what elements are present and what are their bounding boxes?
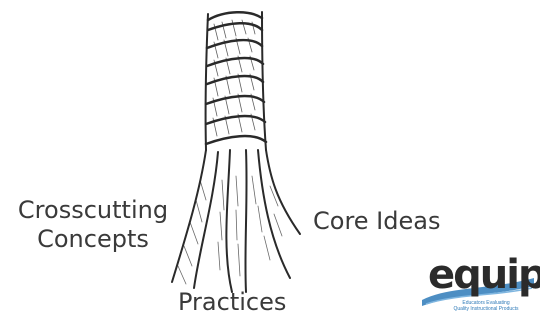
core-ideas-label: Core Ideas [313,207,440,236]
crosscutting-label-line1: Crosscutting [8,196,178,225]
logo-tagline-line2: Quality Instructional Products [436,306,536,312]
equip-logo: equip Educators Evaluating Quality Instr… [420,256,536,316]
logo-tagline: Educators Evaluating Quality Instruction… [436,300,536,312]
logo-wordmark: equip [428,252,540,298]
practices-label: Practices [178,288,286,317]
crosscutting-concepts-label: Crosscutting Concepts [8,196,178,254]
crosscutting-label-line2: Concepts [8,225,178,254]
